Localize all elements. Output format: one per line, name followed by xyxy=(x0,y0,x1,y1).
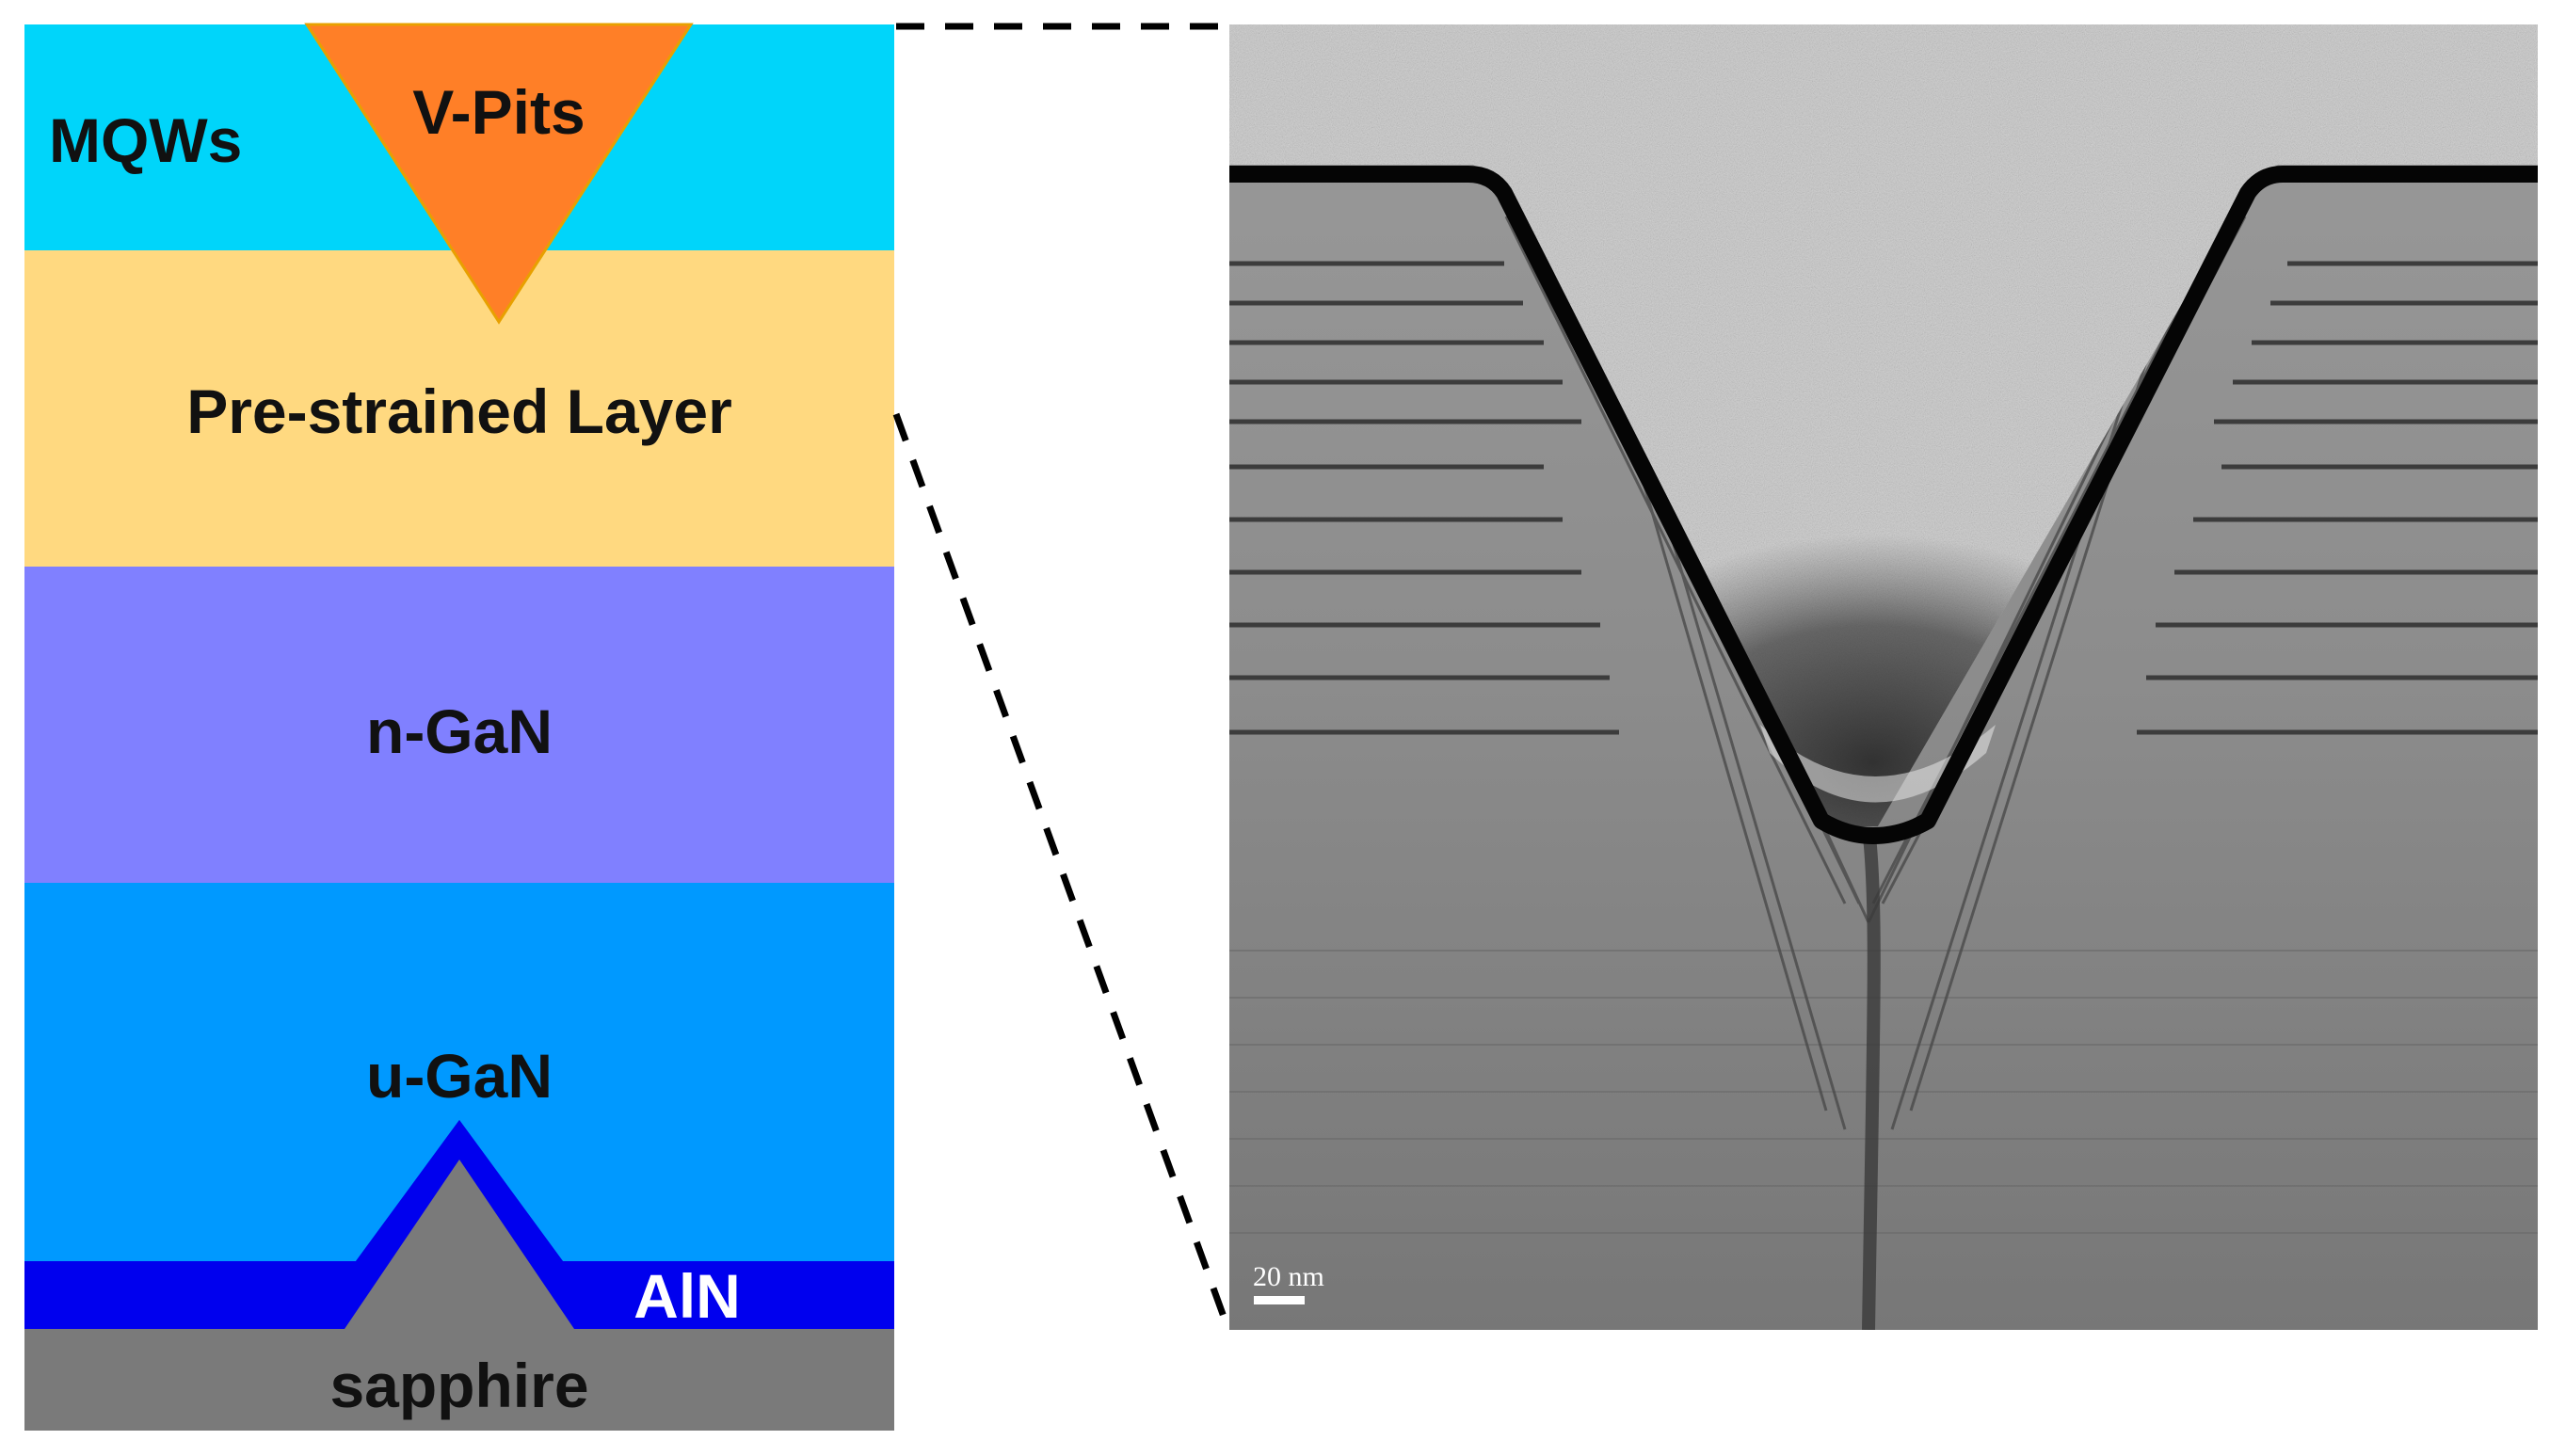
vpits-label: V-Pits xyxy=(412,77,585,147)
pit-bottom-band xyxy=(1760,725,1996,803)
qw-lines-right xyxy=(2137,261,2538,735)
qw-lines-left xyxy=(1229,261,1619,735)
prestrained-layer xyxy=(24,250,894,567)
sapphire-layer xyxy=(24,1160,894,1431)
scale-bar: 20 nm xyxy=(1253,1261,1324,1304)
prestrained-label: Pre-strained Layer xyxy=(186,376,732,446)
faint-lines xyxy=(1229,950,2538,1234)
vpit-outline xyxy=(1229,166,2538,844)
scale-bar-label: 20 nm xyxy=(1253,1261,1324,1292)
scale-bar-line xyxy=(1254,1296,1305,1304)
mqws-label: MQWs xyxy=(49,105,242,175)
tem-micrograph: 20 nm xyxy=(1229,24,2538,1330)
ngan-layer xyxy=(24,567,894,883)
aln-label: AlN xyxy=(633,1261,741,1331)
vpit-shape xyxy=(304,23,694,325)
zoom-line-bottom xyxy=(892,412,1231,1329)
zoom-guide-lines xyxy=(892,23,1231,1329)
threading-dislocation xyxy=(1862,827,1881,1330)
layer-stack-schematic: MQWs V-Pits Pre-strained Layer n-GaN u-G… xyxy=(24,23,894,1431)
ugan-label: u-GaN xyxy=(366,1041,553,1111)
sapphire-label: sapphire xyxy=(329,1351,588,1420)
ngan-label: n-GaN xyxy=(366,696,553,766)
